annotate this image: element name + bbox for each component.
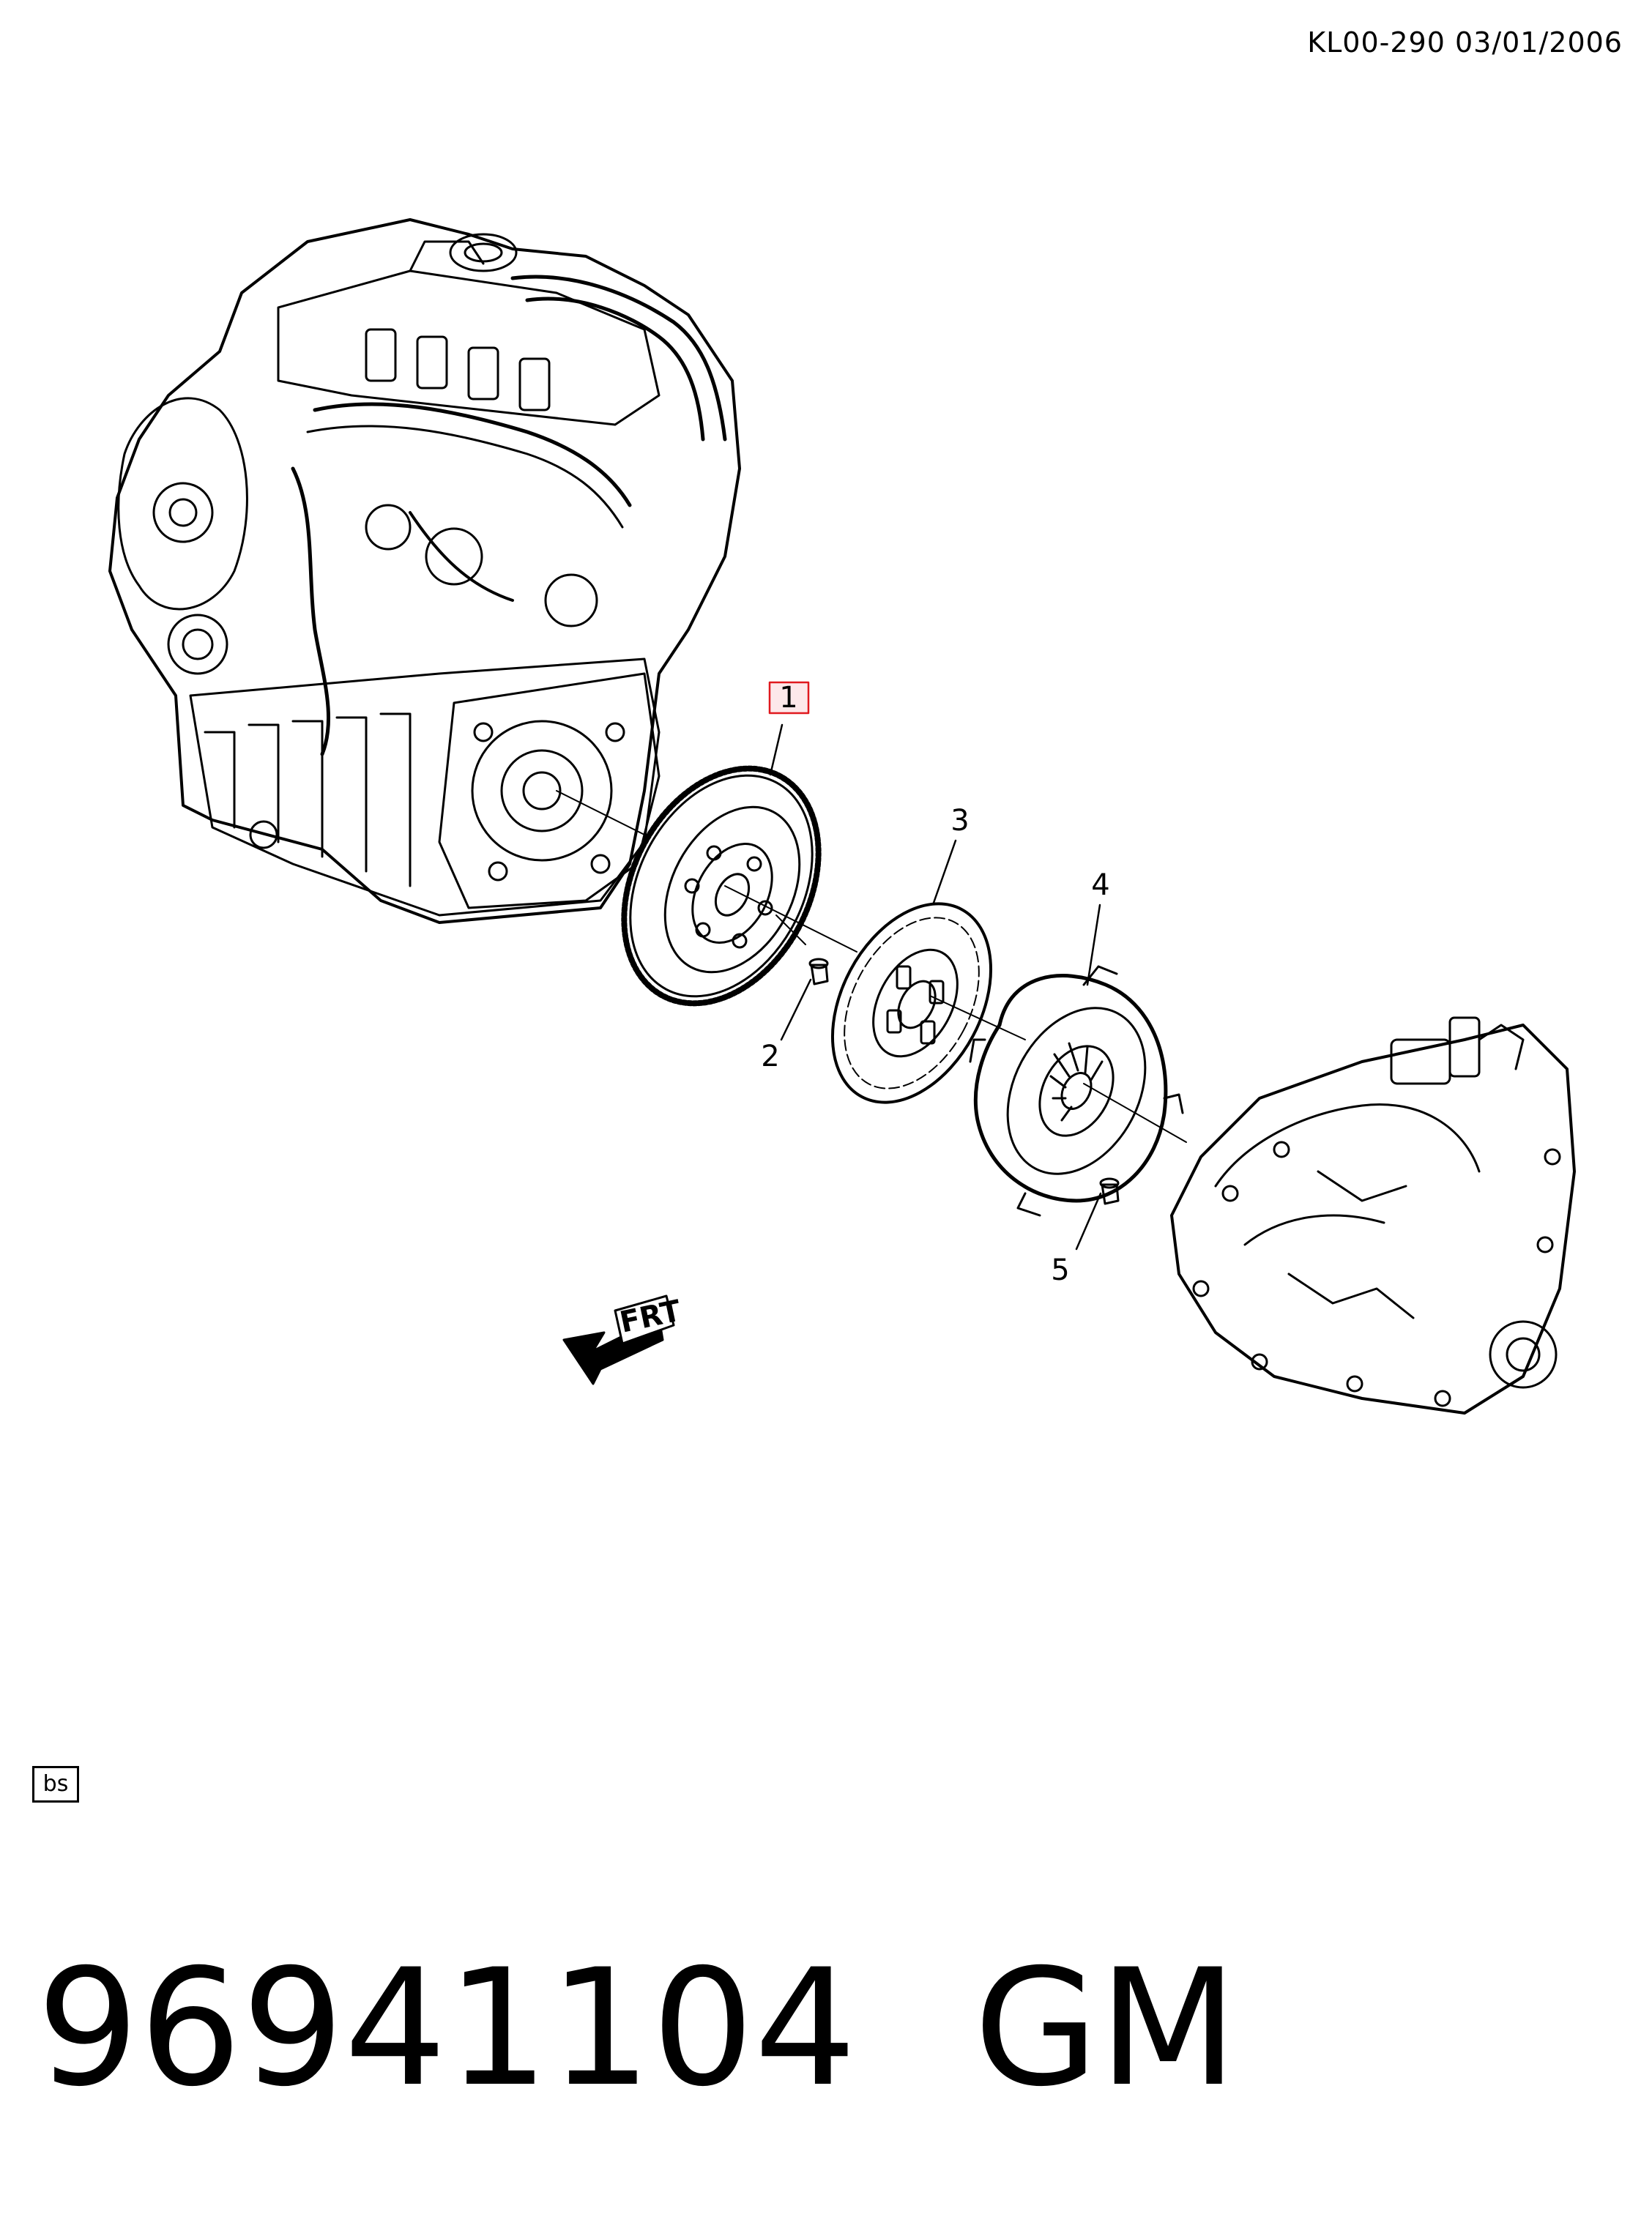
callout-3[interactable]: 3 [950, 804, 969, 838]
front-marker-label: FRT [617, 1294, 685, 1340]
pressure-plate [969, 965, 1184, 1217]
callout-1[interactable]: 1 [779, 681, 797, 715]
callout-1-highlight [768, 681, 810, 715]
flywheel-bolt [808, 958, 829, 985]
front-arrow-icon [562, 1294, 675, 1385]
engine-illustration [108, 218, 741, 924]
drawing-reference: KL00-290 03/01/2006 [1307, 26, 1623, 59]
part-number: 96941104 [37, 1934, 857, 2122]
bs-tag: bs [32, 1766, 79, 1803]
callout-4[interactable]: 4 [1091, 868, 1109, 902]
flywheel [621, 765, 822, 1007]
transaxle-illustration [1170, 1016, 1576, 1415]
brand-name: GM [973, 1934, 1238, 2122]
pressure-plate-bolt [1099, 1177, 1120, 1205]
callout-2[interactable]: 2 [761, 1040, 779, 1073]
callout-5[interactable]: 5 [1051, 1253, 1069, 1287]
clutch-disc [830, 902, 993, 1104]
callout-leaders [769, 723, 1102, 1251]
